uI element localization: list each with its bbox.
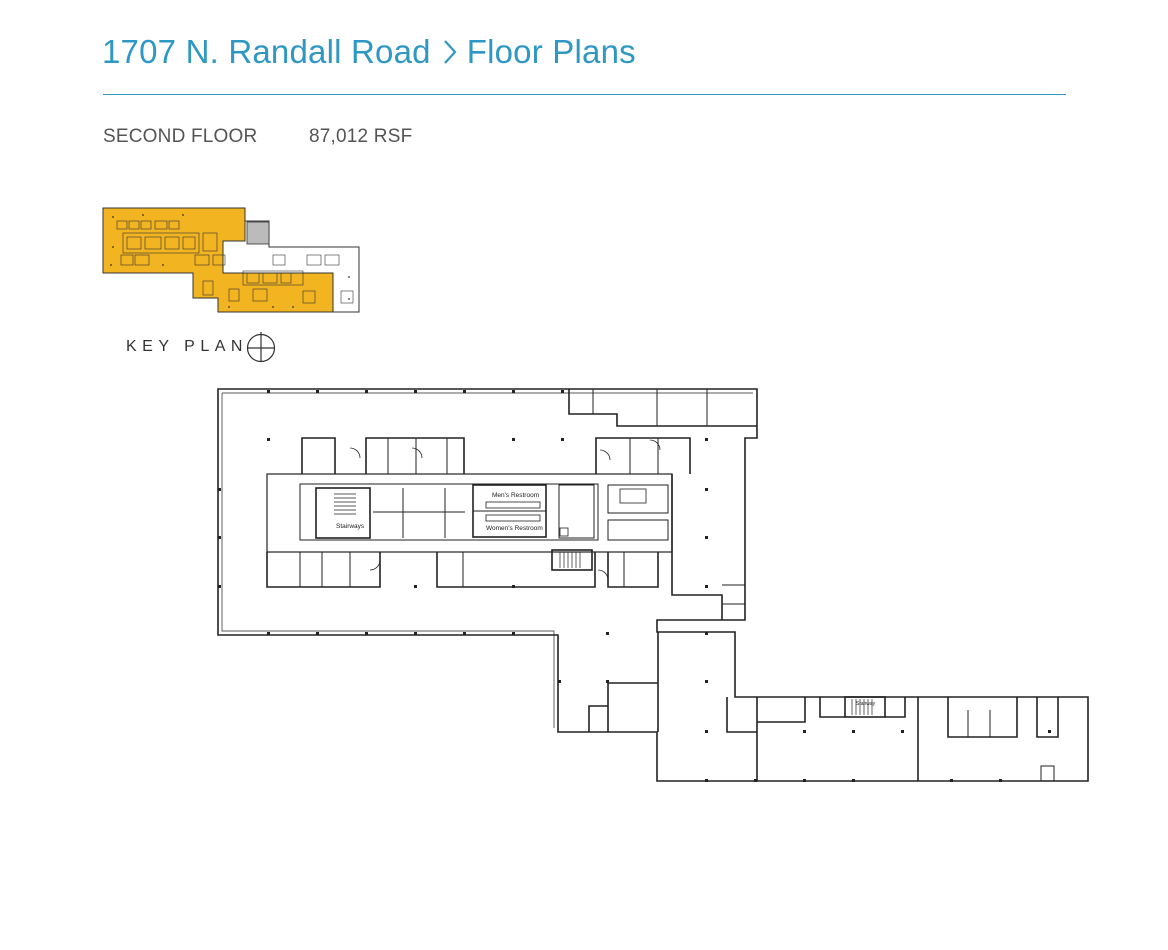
breadcrumb: 1707 N. Randall Road Floor Plans xyxy=(102,30,636,74)
floor-name: SECOND FLOOR xyxy=(103,126,258,147)
floor-area: 87,012 RSF xyxy=(309,126,413,147)
key-plan-map xyxy=(102,207,360,313)
north-arrow-icon xyxy=(246,332,276,363)
womens-restroom-label: Women's Restroom xyxy=(486,525,543,532)
chevron-right-icon xyxy=(443,39,457,65)
stairways-label: Stairways xyxy=(336,523,365,530)
key-plan-label: KEY PLAN xyxy=(126,338,248,355)
mens-restroom-label: Men's Restroom xyxy=(492,492,539,499)
building-outline xyxy=(217,388,1089,782)
breadcrumb-property[interactable]: 1707 N. Randall Road xyxy=(102,33,431,70)
breadcrumb-section: Floor Plans xyxy=(466,33,636,70)
header-divider xyxy=(103,94,1066,95)
stairway-label: Stairway xyxy=(856,701,876,707)
